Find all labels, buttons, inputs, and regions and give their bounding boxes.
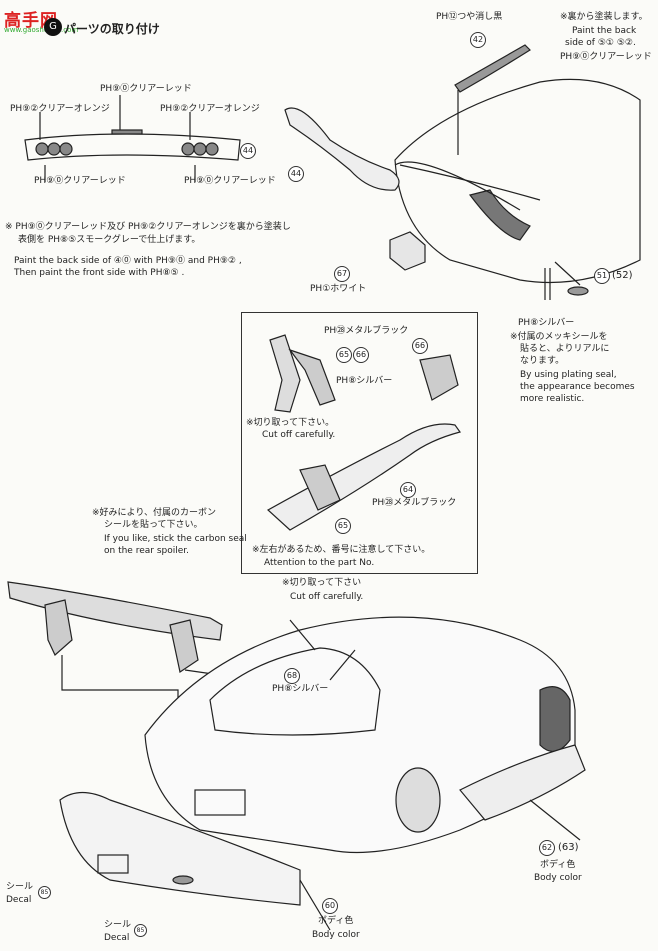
part-68-number: 68 (284, 668, 300, 684)
part-52-number: (52) (612, 270, 633, 281)
carbon-jp-1: ※好みにより、付属のカーボン (92, 508, 217, 518)
spoiler-lip-42 (454, 44, 531, 93)
rear-car-upper (394, 78, 641, 284)
part-63-number: (63) (558, 842, 579, 853)
part-65a-number: 65 (336, 347, 352, 363)
logo-disc-icon: G (44, 18, 62, 36)
part-85a-number: 85 (38, 886, 51, 899)
part-51-number: 51 (594, 268, 610, 284)
label-ph1-white: PH①ホワイト (310, 284, 367, 294)
note-paint-jp-2: 表側を PH⑧⑤スモークグレーで仕上げます。 (18, 235, 201, 245)
part-66b-number: 66 (412, 338, 428, 354)
label-ph92-left: PH⑨②クリアーオレンジ (10, 104, 110, 114)
car-body (144, 616, 576, 854)
label-ph92-right: PH⑨②クリアーオレンジ (160, 104, 260, 114)
label-ph90-right: PH⑨⓪クリアーレッド (560, 52, 652, 62)
lr-jp: ※左右があるため、番号に注意して下さい。 (252, 545, 431, 555)
plate-block-67 (389, 231, 426, 271)
rear-spoiler-44 (284, 107, 400, 191)
site-logo: 高手网 www.gaoshouya.com (4, 6, 78, 34)
decal-en-1: Decal (6, 895, 32, 905)
part-67-number: 67 (334, 266, 350, 282)
plating-en-3: more realistic. (520, 394, 585, 404)
part-44b-number: 44 (288, 166, 304, 182)
plating-jp-3: なります。 (520, 356, 565, 366)
cut-en-car: Cut off carefully. (290, 592, 364, 602)
note-paint-en-1: Paint the back side of ④⓪ with PH⑨⓪ and … (14, 256, 242, 266)
logo-mark: 高手网 (4, 11, 58, 31)
part-66a-number: 66 (353, 347, 369, 363)
decal-jp-1: シール (6, 882, 34, 892)
label-ph8-car: PH⑧シルバー (272, 684, 329, 694)
lr-en: Attention to the part No. (264, 558, 375, 568)
part-85b-number: 85 (134, 924, 147, 937)
body-color-en-right: Body color (534, 873, 582, 883)
decal-jp-2: シール (104, 920, 132, 930)
label-ph12: PH⑫つや消し黒 (436, 12, 503, 22)
paint-back-en-1: Paint the back (572, 26, 637, 36)
part-64-number: 64 (400, 482, 416, 498)
cut-jp-car: ※切り取って下さい (282, 578, 362, 588)
body-color-en-bottom: Body color (312, 930, 360, 940)
section-title: パーツの取り付け (64, 22, 160, 36)
spoiler-detail-box (241, 312, 478, 574)
label-ph28-top: PH㉘メタルブラック (324, 326, 409, 336)
note-paint-jp-1: ※ PH⑨⓪クリアーレッド及び PH⑨②クリアーオレンジを裏から塗装し (5, 222, 291, 232)
body-color-jp-right: ボディ色 (540, 860, 576, 870)
note-paint-en-2: Then paint the front side with PH⑧⑤ . (14, 268, 185, 278)
stay-66 (269, 334, 301, 413)
label-ph90-br: PH⑨⓪クリアーレッド (184, 176, 276, 186)
part-51 (567, 286, 589, 296)
plating-en-1: By using plating seal, (520, 370, 617, 380)
plating-en-2: the appearance becomes (520, 382, 635, 392)
part-44-number: 44 (240, 143, 256, 159)
carbon-jp-2: シールを貼って下さい。 (104, 520, 203, 530)
carbon-en-1: If you like, stick the carbon seal (104, 534, 247, 544)
plating-jp-2: 貼ると、よりリアルに (520, 344, 610, 354)
logo-url: www.gaoshouya.com (4, 26, 79, 34)
decal-en-2: Decal (104, 933, 130, 943)
part-42-number: 42 (470, 32, 486, 48)
carbon-en-2: on the rear spoiler. (104, 546, 189, 556)
tail-light-bar (24, 133, 241, 161)
body-color-jp-bottom: ボディ色 (318, 916, 354, 926)
paint-back-en-2: side of ⑤① ⑤②. (565, 38, 636, 48)
plating-jp-1: ※付属のメッキシールを (510, 332, 608, 342)
label-ph90-top: PH⑨⓪クリアーレッド (100, 84, 192, 94)
side-skirt (459, 744, 586, 821)
label-ph28-bottom: PH㉘メタルブラック (372, 498, 457, 508)
cut-jp-box: ※切り取って下さい。 (246, 418, 335, 428)
label-ph8-silver-right: PH⑧シルバー (518, 318, 575, 328)
part-62-number: 62 (539, 840, 555, 856)
label-ph8-box: PH⑧シルバー (336, 376, 393, 386)
part-60-number: 60 (322, 898, 338, 914)
part-65b-number: 65 (335, 518, 351, 534)
cut-en-box: Cut off carefully. (262, 430, 336, 440)
paint-back-jp: ※裏から塗装します。 (560, 12, 648, 22)
front-bumper (59, 791, 301, 906)
label-ph90-bl: PH⑨⓪クリアーレッド (34, 176, 126, 186)
